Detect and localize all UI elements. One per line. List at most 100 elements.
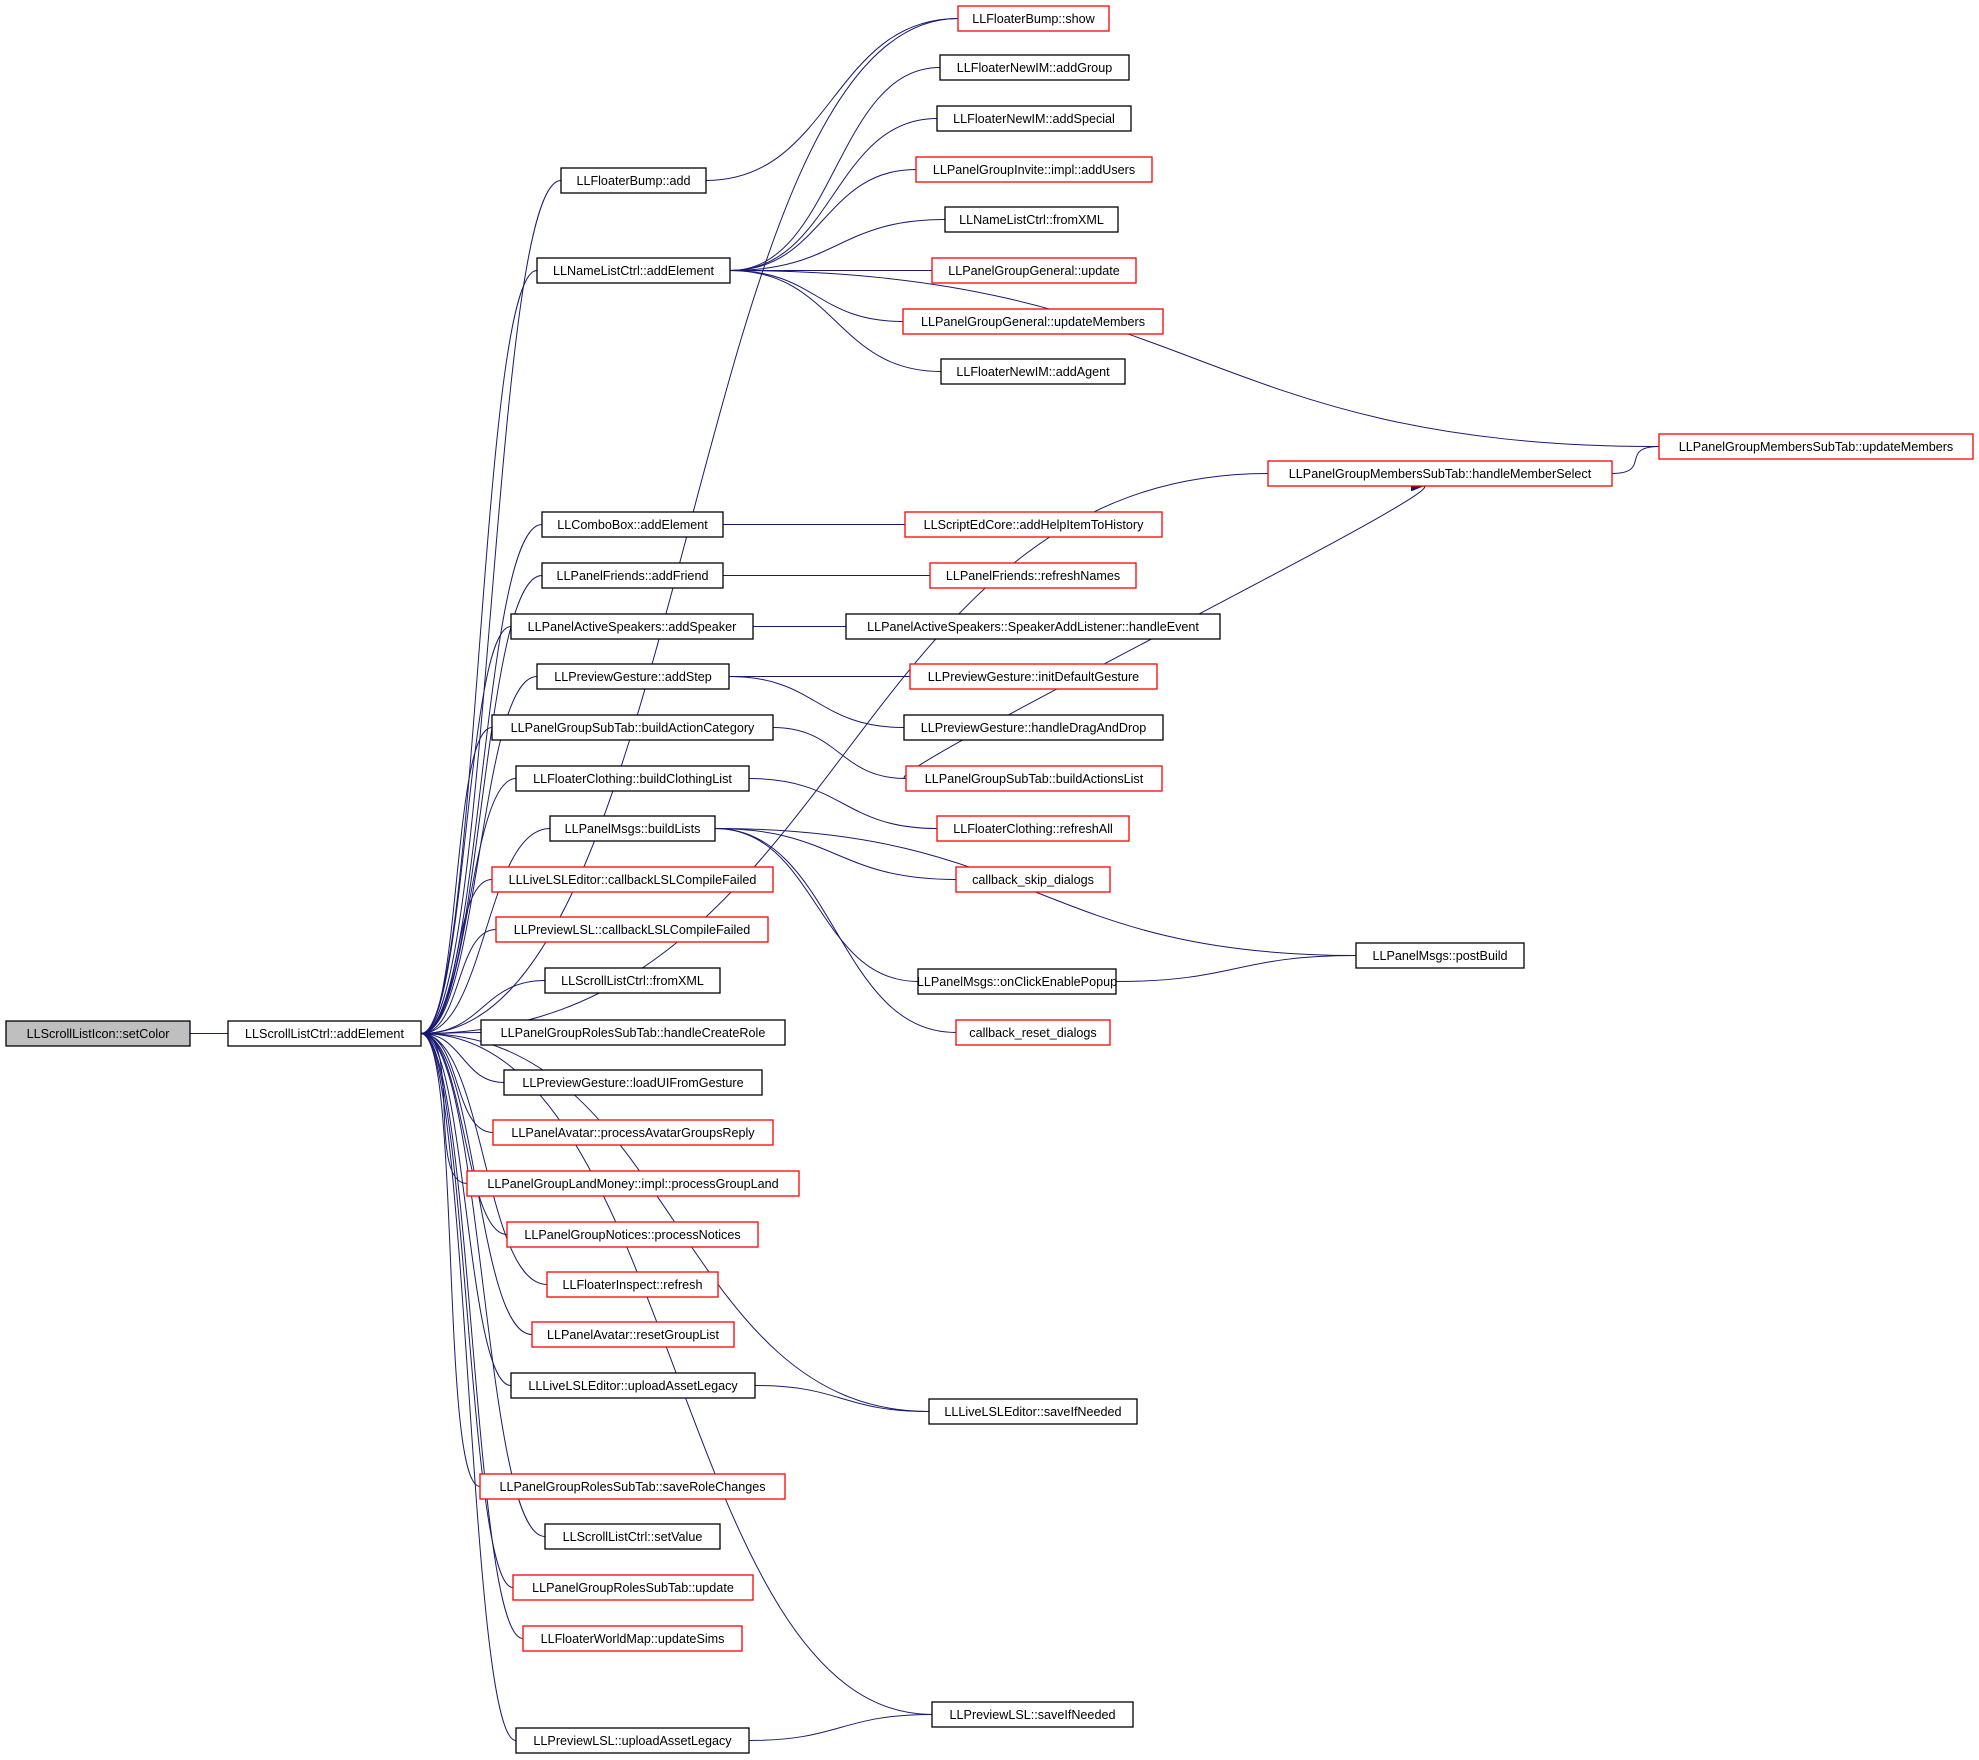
node-llpanelgroupgeneral-updatemembers[interactable]: LLPanelGroupGeneral::updateMembers xyxy=(902,308,1164,335)
node-llpreviewlsl-callbacklslcompilefailed[interactable]: LLPreviewLSL::callbackLSLCompileFailed xyxy=(495,916,769,943)
node-llpreviewlsl-saveifneeded[interactable]: LLPreviewLSL::saveIfNeeded xyxy=(931,1701,1134,1728)
node-box xyxy=(479,1473,786,1500)
node-llnamelistctrl-fromxml[interactable]: LLNameListCtrl::fromXML xyxy=(944,206,1119,233)
node-box xyxy=(903,714,1164,741)
edge-llpreviewgesture-handledraganddrop-to-llpreviewgesture-addstep xyxy=(729,677,905,728)
node-llpanelmsgs-onclickenablepopup[interactable]: LLPanelMsgs::onClickEnablePopup xyxy=(917,968,1117,995)
node-llpanelavatar-processavatargroupsreply[interactable]: LLPanelAvatar::processAvatarGroupsReply xyxy=(492,1119,774,1146)
node-label: LLPanelMsgs::onClickEnablePopup xyxy=(917,975,1117,989)
node-llfloaterbump-show[interactable]: LLFloaterBump::show xyxy=(957,5,1110,32)
edge-lllivelsleditor-callbacklslcompilefailed-to-llscrolllistctrl-addelement xyxy=(421,879,493,1034)
node-lllivelsleditor-callbacklslcompilefailed[interactable]: LLLiveLSLEditor::callbackLSLCompileFaile… xyxy=(491,866,774,893)
node-llpanelgroupnotices-processnotices[interactable]: LLPanelGroupNotices::processNotices xyxy=(506,1221,759,1248)
node-box xyxy=(515,765,750,792)
node-box xyxy=(491,866,774,893)
node-label: LLFloaterClothing::buildClothingList xyxy=(533,772,732,786)
node-llscriptedcore-addhelpitemtohistory[interactable]: LLScriptEdCore::addHelpItemToHistory xyxy=(904,511,1163,538)
node-llpanelgrouprolessubtab-saverolechanges[interactable]: LLPanelGroupRolesSubTab::saveRoleChanges xyxy=(479,1473,786,1500)
node-llfloaternewim-addagent[interactable]: LLFloaterNewIM::addAgent xyxy=(940,358,1126,385)
node-llpanelgroupsubtab-buildactionslist[interactable]: LLPanelGroupSubTab::buildActionsList xyxy=(905,765,1163,792)
node-llpreviewgesture-addstep[interactable]: LLPreviewGesture::addStep xyxy=(536,663,730,690)
node-llpanelgrouprolessubtab-handlecreaterole[interactable]: LLPanelGroupRolesSubTab::handleCreateRol… xyxy=(480,1019,786,1046)
node-llpanelgroupinvite-impl-addusers[interactable]: LLPanelGroupInvite::impl::addUsers xyxy=(915,156,1153,183)
edge-llpanelactivespeakers-addspeaker-to-llscrolllistctrl-addelement xyxy=(421,626,512,1034)
node-box xyxy=(936,105,1132,132)
node-llscrolllistctrl-fromxml[interactable]: LLScrollListCtrl::fromXML xyxy=(544,967,721,994)
node-llpanelgroupmemberssubtab-updatemembers[interactable]: LLPanelGroupMembersSubTab::updateMembers xyxy=(1658,433,1974,460)
node-label: LLScrollListIcon::setColor xyxy=(27,1027,170,1041)
edge-llfloaternewim-addagent-to-llnamelistctrl-addelement xyxy=(730,271,942,372)
edge-callback-reset-dialogs-to-llpanelmsgs-buildlists xyxy=(715,829,957,1033)
node-llpanelgroupmemberssubtab-handlememberselect[interactable]: LLPanelGroupMembersSubTab::handleMemberS… xyxy=(1267,460,1613,487)
node-box xyxy=(957,5,1110,32)
node-llpanelgrouplandmoney-impl-processgroupland[interactable]: LLPanelGroupLandMoney::impl::processGrou… xyxy=(466,1170,800,1197)
edge-llfloaterinspect-refresh-to-llscrolllistctrl-addelement xyxy=(421,1034,548,1285)
node-box xyxy=(466,1170,800,1197)
node-llfloaterclothing-refreshall[interactable]: LLFloaterClothing::refreshAll xyxy=(936,815,1130,842)
edge-llpanelgrouplandmoney-impl-processgroupland-to-llscrolllistctrl-addelement xyxy=(421,1034,468,1184)
node-box xyxy=(955,1019,1111,1046)
node-llscrolllistctrl-setvalue[interactable]: LLScrollListCtrl::setValue xyxy=(544,1523,721,1550)
node-llpanelmsgs-postbuild[interactable]: LLPanelMsgs::postBuild xyxy=(1355,942,1525,969)
node-label: LLPreviewLSL::saveIfNeeded xyxy=(950,1708,1116,1722)
node-llpreviewlsl-uploadassetlegacy[interactable]: LLPreviewLSL::uploadAssetLegacy xyxy=(515,1727,750,1754)
node-box xyxy=(940,358,1126,385)
node-label: LLPanelGroupSubTab::buildActionCategory xyxy=(511,721,755,735)
node-box xyxy=(512,1574,754,1601)
node-label: LLPanelGroupRolesSubTab::handleCreateRol… xyxy=(501,1026,766,1040)
node-box xyxy=(541,562,724,589)
node-llpanelfriends-refreshnames[interactable]: LLPanelFriends::refreshNames xyxy=(929,562,1137,589)
node-label: LLPanelGroupGeneral::updateMembers xyxy=(921,315,1145,329)
node-lllivelsleditor-uploadassetlegacy[interactable]: LLLiveLSLEditor::uploadAssetLegacy xyxy=(510,1372,756,1399)
edge-llpanelgrouprolessubtab-saverolechanges-to-llscrolllistctrl-addelement xyxy=(421,1034,481,1487)
node-box xyxy=(541,511,724,538)
node-label: LLScrollListCtrl::setValue xyxy=(563,1530,703,1544)
node-box xyxy=(549,815,716,842)
node-label: LLPanelGroupRolesSubTab::saveRoleChanges xyxy=(499,1480,765,1494)
edge-llfloaterbump-add-to-llscrolllistctrl-addelement xyxy=(421,180,562,1034)
node-label: LLPanelActiveSpeakers::addSpeaker xyxy=(528,620,737,634)
edge-llcombobox-addelement-to-llscrolllistctrl-addelement xyxy=(421,524,543,1034)
node-llfloaterinspect-refresh[interactable]: LLFloaterInspect::refresh xyxy=(546,1271,719,1298)
node-label: LLPanelFriends::addFriend xyxy=(557,569,709,583)
node-llfloaterworldmap-updatesims[interactable]: LLFloaterWorldMap::updateSims xyxy=(522,1625,743,1652)
node-box xyxy=(1658,433,1974,460)
node-lllivelsleditor-saveifneeded[interactable]: LLLiveLSLEditor::saveIfNeeded xyxy=(928,1398,1138,1425)
node-llpanelactivespeakers-speakeraddlistener-handleevent[interactable]: LLPanelActiveSpeakers::SpeakerAddListene… xyxy=(845,613,1221,640)
node-box xyxy=(936,815,1130,842)
node-callback-skip-dialogs[interactable]: callback_skip_dialogs xyxy=(955,866,1111,893)
node-llfloaternewim-addgroup[interactable]: LLFloaterNewIM::addGroup xyxy=(939,54,1130,81)
node-llfloaterbump-add[interactable]: LLFloaterBump::add xyxy=(560,167,707,194)
node-label: LLNameListCtrl::addElement xyxy=(553,264,714,278)
edge-lllivelsleditor-uploadassetlegacy-to-llscrolllistctrl-addelement xyxy=(421,1034,512,1386)
node-label: LLFloaterNewIM::addAgent xyxy=(956,365,1110,379)
node-llpanelactivespeakers-addspeaker[interactable]: LLPanelActiveSpeakers::addSpeaker xyxy=(510,613,754,640)
node-box xyxy=(5,1020,191,1047)
node-llnamelistctrl-addelement[interactable]: LLNameListCtrl::addElement xyxy=(536,257,731,284)
edge-llfloaternewim-addgroup-to-llnamelistctrl-addelement xyxy=(730,67,941,271)
node-llpreviewgesture-handledraganddrop[interactable]: LLPreviewGesture::handleDragAndDrop xyxy=(903,714,1164,741)
node-label: LLFloaterWorldMap::updateSims xyxy=(541,1632,725,1646)
node-llpreviewgesture-loaduifromgesture[interactable]: LLPreviewGesture::loadUIFromGesture xyxy=(503,1069,763,1096)
node-llfloaterclothing-buildclothinglist[interactable]: LLFloaterClothing::buildClothingList xyxy=(515,765,750,792)
node-llpanelgroupgeneral-update[interactable]: LLPanelGroupGeneral::update xyxy=(931,257,1137,284)
node-llscrolllistctrl-addelement[interactable]: LLScrollListCtrl::addElement xyxy=(227,1020,422,1047)
node-box xyxy=(944,206,1119,233)
node-box xyxy=(1355,942,1525,969)
node-box xyxy=(503,1069,763,1096)
node-llpanelmsgs-buildlists[interactable]: LLPanelMsgs::buildLists xyxy=(549,815,716,842)
node-llpreviewgesture-initdefaultgesture[interactable]: LLPreviewGesture::initDefaultGesture xyxy=(909,663,1158,690)
node-callback-reset-dialogs[interactable]: callback_reset_dialogs xyxy=(955,1019,1111,1046)
node-llcombobox-addelement[interactable]: LLComboBox::addElement xyxy=(541,511,724,538)
node-box xyxy=(902,308,1164,335)
node-llpanelgrouprolessubtab-update[interactable]: LLPanelGroupRolesSubTab::update xyxy=(512,1574,754,1601)
edge-llpanelmsgs-onclickenablepopup-to-llpanelmsgs-buildlists xyxy=(715,829,919,982)
node-llfloaternewim-addspecial[interactable]: LLFloaterNewIM::addSpecial xyxy=(936,105,1132,132)
node-label: LLLiveLSLEditor::callbackLSLCompileFaile… xyxy=(509,873,757,887)
node-label: LLPreviewGesture::handleDragAndDrop xyxy=(921,721,1146,735)
node-llpanelfriends-addfriend[interactable]: LLPanelFriends::addFriend xyxy=(541,562,724,589)
node-llpanelgroupsubtab-buildactioncategory[interactable]: LLPanelGroupSubTab::buildActionCategory xyxy=(491,714,774,741)
node-llpanelavatar-resetgrouplist[interactable]: LLPanelAvatar::resetGroupList xyxy=(531,1321,735,1348)
node-llscrolllisticon-setcolor[interactable]: LLScrollListIcon::setColor xyxy=(5,1020,191,1047)
node-box xyxy=(531,1321,735,1348)
